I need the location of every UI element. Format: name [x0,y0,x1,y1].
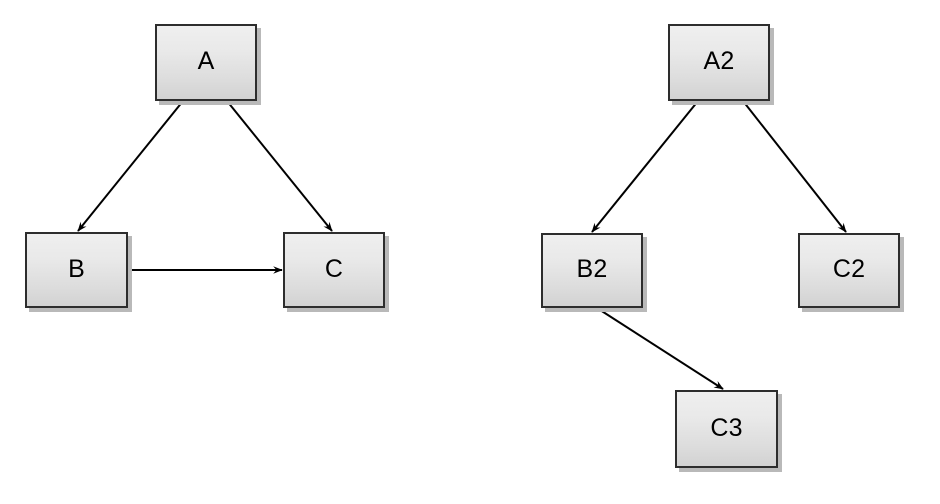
node-label-a: A [197,47,215,75]
edge-b2-to-c3 [596,307,724,390]
edge-a2-to-b2 [591,100,699,233]
edge-a-to-b [77,100,184,232]
node-label-b: B [68,254,85,283]
edge-a-to-c [226,100,333,232]
node-c2[interactable]: C2 [798,233,900,308]
node-label-b2: B2 [576,255,608,283]
node-label-c3: C3 [710,413,743,442]
node-b2[interactable]: B2 [541,233,643,308]
node-label-c2: C2 [832,255,866,283]
edge-a2-to-c2 [742,100,847,233]
node-a2[interactable]: A2 [668,24,770,101]
node-b[interactable]: B [25,232,128,308]
node-a[interactable]: A [155,24,257,101]
node-c3[interactable]: C3 [675,390,778,468]
node-label-a2: A2 [703,47,735,75]
node-c[interactable]: C [283,232,385,308]
node-label-c: C [324,254,344,283]
edge-group [77,100,847,390]
